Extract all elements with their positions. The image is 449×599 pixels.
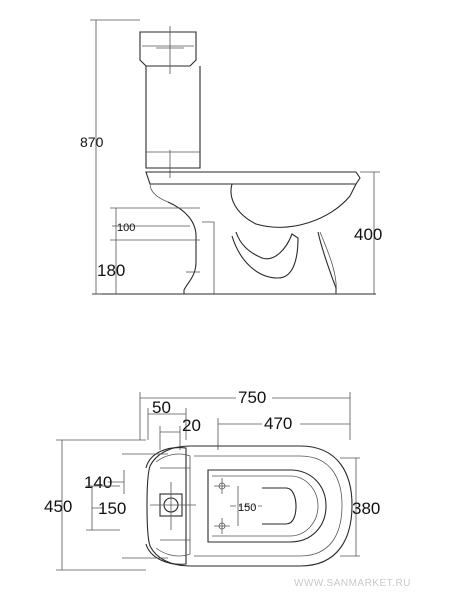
dim-180: 180	[97, 261, 125, 280]
seat-rim	[145, 171, 361, 185]
dim-750: 750	[238, 388, 266, 407]
dim-400: 400	[354, 225, 382, 244]
cistern-body	[145, 66, 201, 169]
watermark: WWW.SANMARKET.RU	[294, 578, 411, 589]
dim-100: 100	[117, 222, 135, 234]
cistern-lid	[139, 31, 197, 67]
side-view: 870 100 180 400	[80, 19, 382, 295]
tank-top	[145, 447, 187, 565]
outlet	[150, 482, 196, 530]
dim-140: 140	[84, 473, 112, 492]
dim-870: 870	[80, 134, 104, 150]
dim-50: 50	[152, 398, 171, 417]
bowl-outer	[230, 183, 357, 228]
dim-20: 20	[182, 416, 201, 435]
dim-380: 380	[352, 499, 380, 518]
dim-150-inner: 150	[238, 502, 256, 514]
top-view: 750 50 20 470 150	[44, 388, 380, 571]
bowl-opening	[207, 469, 327, 543]
dim-150-left: 150	[98, 499, 126, 518]
mount-holes	[214, 478, 230, 534]
top-outline	[146, 445, 353, 567]
bowl-body	[167, 201, 337, 295]
dim-450: 450	[44, 497, 72, 516]
dim-470: 470	[264, 414, 292, 433]
